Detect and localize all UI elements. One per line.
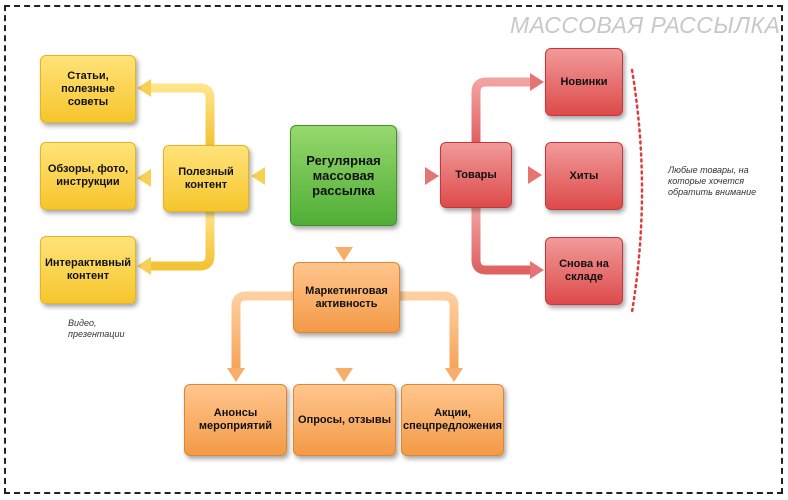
node-novelties: Новинки — [545, 48, 623, 116]
note-video: Видео, презентации — [68, 318, 125, 339]
orange-arrowheads — [227, 247, 463, 382]
node-promos: Акции, спецпредложения — [401, 384, 504, 456]
node-reviews: Обзоры, фото, инструкции — [40, 142, 136, 210]
node-goods: Товары — [440, 142, 512, 208]
orange-connectors — [231, 227, 459, 368]
red-arrowheads — [425, 73, 544, 279]
node-articles: Статьи, полезные советы — [40, 55, 136, 123]
node-restock: Снова на складе — [545, 237, 623, 305]
note-goods: Любые товары, на которые хочется обратит… — [668, 165, 757, 197]
node-hits: Хиты — [545, 142, 623, 210]
node-marketing: Маркетинговая активность — [293, 262, 400, 333]
red-connectors — [398, 77, 530, 275]
node-regular-mailing: Регулярная массовая рассылка — [290, 125, 397, 226]
node-announcements: Анонсы мероприятий — [184, 384, 287, 456]
node-useful-content: Полезный контент — [163, 145, 249, 212]
yellow-arrowheads — [137, 79, 265, 275]
dotted-brace — [630, 68, 644, 314]
dashed-frame — [4, 5, 783, 494]
node-surveys: Опросы, отзывы — [293, 384, 396, 456]
node-interactive: Интерактивный контент — [40, 236, 136, 304]
yellow-connectors — [150, 83, 290, 271]
diagram-title: МАССОВАЯ РАССЫЛКА — [510, 12, 781, 38]
